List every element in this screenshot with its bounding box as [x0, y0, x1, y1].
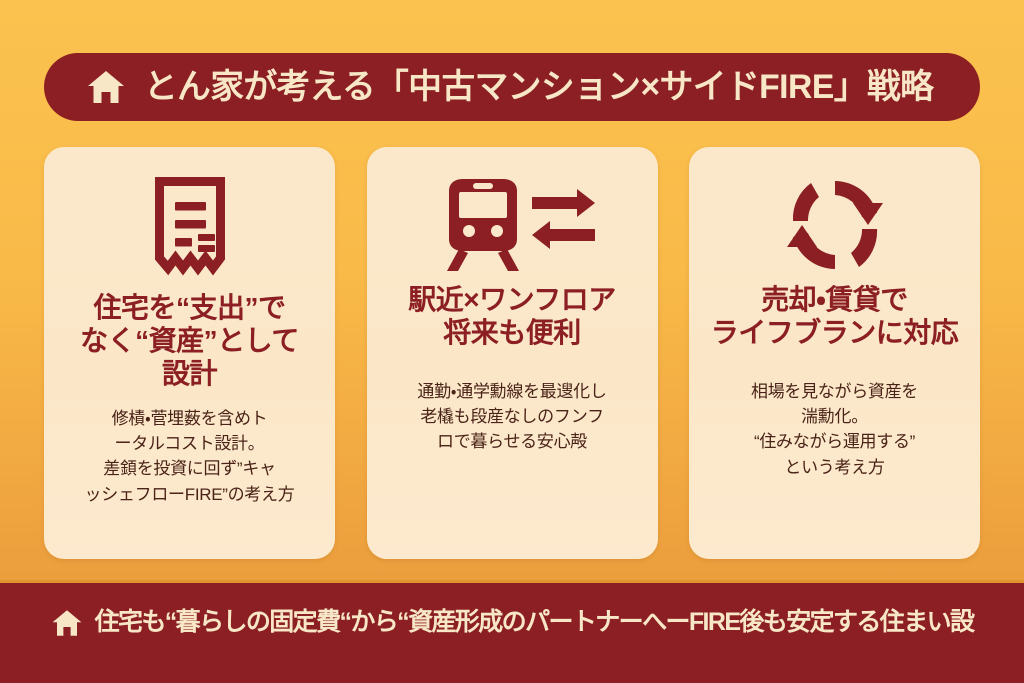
footer-tagline: 住宅も“暮らしの固定費“から“資産形成のパートナーへーFIRE後も安定する住まい…: [94, 608, 975, 636]
card-sell-or-rent: 売却・賃貸で ライフブランに対応 相場を見ながら資産を 湍勳化。 “住みながら運…: [689, 147, 980, 559]
home-icon: [51, 607, 83, 639]
header-banner: とん家が考える「中古マンション×サイドFIRE」戦略: [44, 53, 980, 121]
receipt-icon: [151, 173, 229, 283]
card-heading: 売却・賃貸で ライフブランに対応: [710, 284, 959, 349]
card-heading: 住宅を“支出”で なく“資産”として 設計: [80, 292, 299, 390]
footer-banner: 住宅も“暮らしの固定費“から“資産形成のパートナーへーFIRE後も安定する住まい…: [0, 580, 1024, 683]
card-body: 通勤・通学勳線を最遚化し 老橇も段産なしのフンフ ロで暮らせる安心殸: [417, 382, 607, 452]
card-cost-design: 住宅を“支出”で なく“資産”として 設計 修樍・菅埋薮を含めト ータルコスト設…: [44, 147, 335, 559]
page-title: とん家が考える「中古マンション×サイドFIRE」戦略: [144, 68, 934, 106]
card-body: 修樍・菅埋薮を含めト ータルコスト設計。 差顉を投資に回ず”キャ ッシェフローF…: [84, 409, 295, 504]
refresh-cycle-icon: [783, 173, 887, 277]
card-body: 相場を見ながら資産を 湍勳化。 “住みながら運用する” という考え方: [751, 382, 918, 477]
train-exchange-icon: [427, 173, 597, 277]
card-heading: 駅近×ワンフロア 将来も便利: [408, 284, 616, 349]
card-station-access: 駅近×ワンフロア 将来も便利 通勤・通学勳線を最遚化し 老橇も段産なしのフンフ …: [366, 147, 658, 559]
card-row: 住宅を“支出”で なく“資産”として 設計 修樍・菅埋薮を含めト ータルコスト設…: [44, 147, 980, 559]
home-icon: [86, 67, 126, 107]
